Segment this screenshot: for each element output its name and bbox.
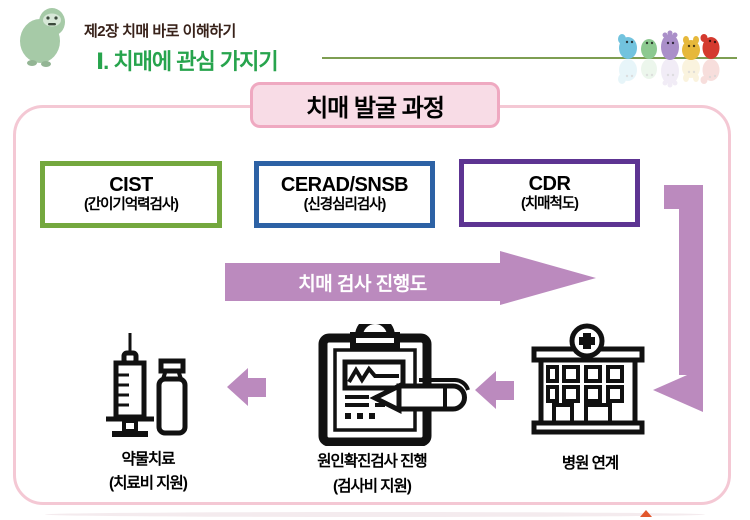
diagram-title: 치매 발굴 과정 [306, 94, 445, 122]
diagram-title-box: 치매 발굴 과정 [250, 82, 500, 128]
clipboard-pen-icon [318, 324, 470, 446]
syringe-vial-icon [106, 333, 188, 437]
test-box-cist: CIST (간이기억력검사) [40, 161, 222, 228]
test-box-cerad-snsb: CERAD/SNSB (신경심리검사) [254, 161, 435, 228]
test-name: CIST [109, 174, 153, 197]
corner-mascots-icon [618, 30, 720, 88]
test-name: CERAD/SNSB [280, 174, 409, 197]
green-blob-mascot-icon [20, 8, 65, 67]
section-title: Ⅰ. 치매에 관심 가지기 [96, 49, 279, 74]
left-arrow-icon [475, 371, 496, 409]
chapter-title: 제2장 치매 바로 이해하기 [84, 23, 236, 40]
step-label-hospital: 병원 연계 [561, 455, 619, 472]
hospital-icon [531, 323, 645, 435]
progress-arrow-head-icon [500, 251, 596, 305]
step-note-treatment: (치료비 지원) [109, 475, 188, 492]
test-name: CDR [528, 172, 571, 195]
test-subtitle: (신경심리검사) [303, 197, 387, 214]
bottom-shadow [45, 512, 705, 517]
step-note-exam: (검사비 지원) [333, 478, 412, 495]
test-subtitle: (간이기억력검사) [83, 197, 179, 214]
step-label-exam: 원인확진검사 진행 [317, 453, 427, 470]
test-box-cdr: CDR (치매척도) [459, 159, 640, 227]
progress-arrow: 치매 검사 진행도 [225, 263, 500, 301]
left-arrow-icon [248, 378, 266, 397]
elbow-arrow-icon [653, 185, 703, 412]
test-subtitle: (치매척도) [520, 195, 579, 212]
progress-arrow-label: 치매 검사 진행도 [298, 273, 427, 295]
left-arrow-icon [496, 381, 514, 400]
step-label-treatment: 약물치료 [121, 451, 175, 468]
left-arrow-icon [227, 368, 248, 406]
pointer-triangle-icon [640, 510, 652, 517]
olive-divider-line [322, 57, 737, 59]
